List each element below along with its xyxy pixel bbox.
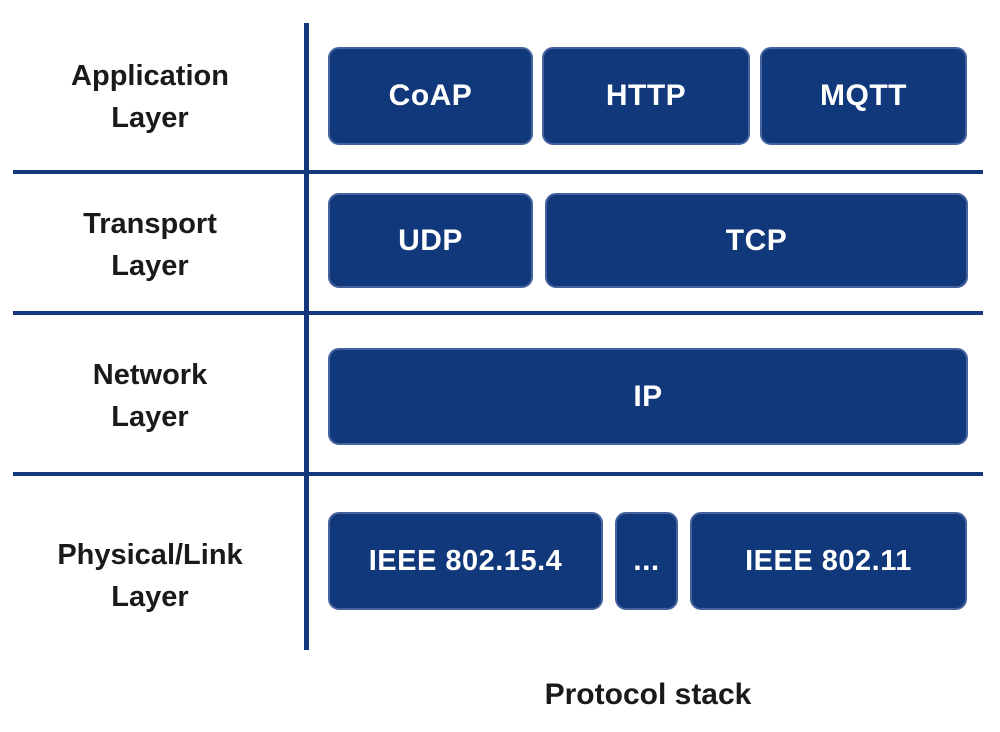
- layer-label-physical-link: Physical/Link Layer: [0, 534, 300, 618]
- protocol-box-mqtt: MQTT: [760, 47, 967, 145]
- layer-label-line: Physical/Link: [57, 539, 243, 571]
- protocol-box-udp: UDP: [328, 193, 533, 288]
- layer-label-line: Layer: [111, 250, 189, 282]
- protocol-box-ip: IP: [328, 348, 968, 445]
- layer-label-line: Layer: [111, 401, 189, 433]
- protocol-box-ellipsis: ...: [615, 512, 678, 610]
- layer-label-line: Layer: [111, 102, 189, 134]
- protocol-box-ieee-802-11: IEEE 802.11: [690, 512, 967, 610]
- protocol-box-coap: CoAP: [328, 47, 533, 145]
- protocol-box-http: HTTP: [542, 47, 750, 145]
- diagram-caption: Protocol stack: [544, 678, 752, 711]
- protocol-box-tcp: TCP: [545, 193, 968, 288]
- layer-label-line: Transport: [83, 208, 217, 240]
- layer-label-line: Layer: [111, 581, 189, 613]
- layer-label-transport: Transport Layer: [0, 203, 300, 287]
- protocol-box-ieee-802-15-4: IEEE 802.15.4: [328, 512, 603, 610]
- layer-label-network: Network Layer: [0, 354, 300, 438]
- layer-divider-line-3: [13, 472, 983, 476]
- layer-divider-line-1: [13, 170, 983, 174]
- layer-label-line: Application: [71, 60, 229, 92]
- layer-label-line: Network: [92, 359, 208, 391]
- layer-divider-line-2: [13, 311, 983, 315]
- layer-label-application: Application Layer: [0, 55, 300, 139]
- column-divider-line: [304, 23, 309, 650]
